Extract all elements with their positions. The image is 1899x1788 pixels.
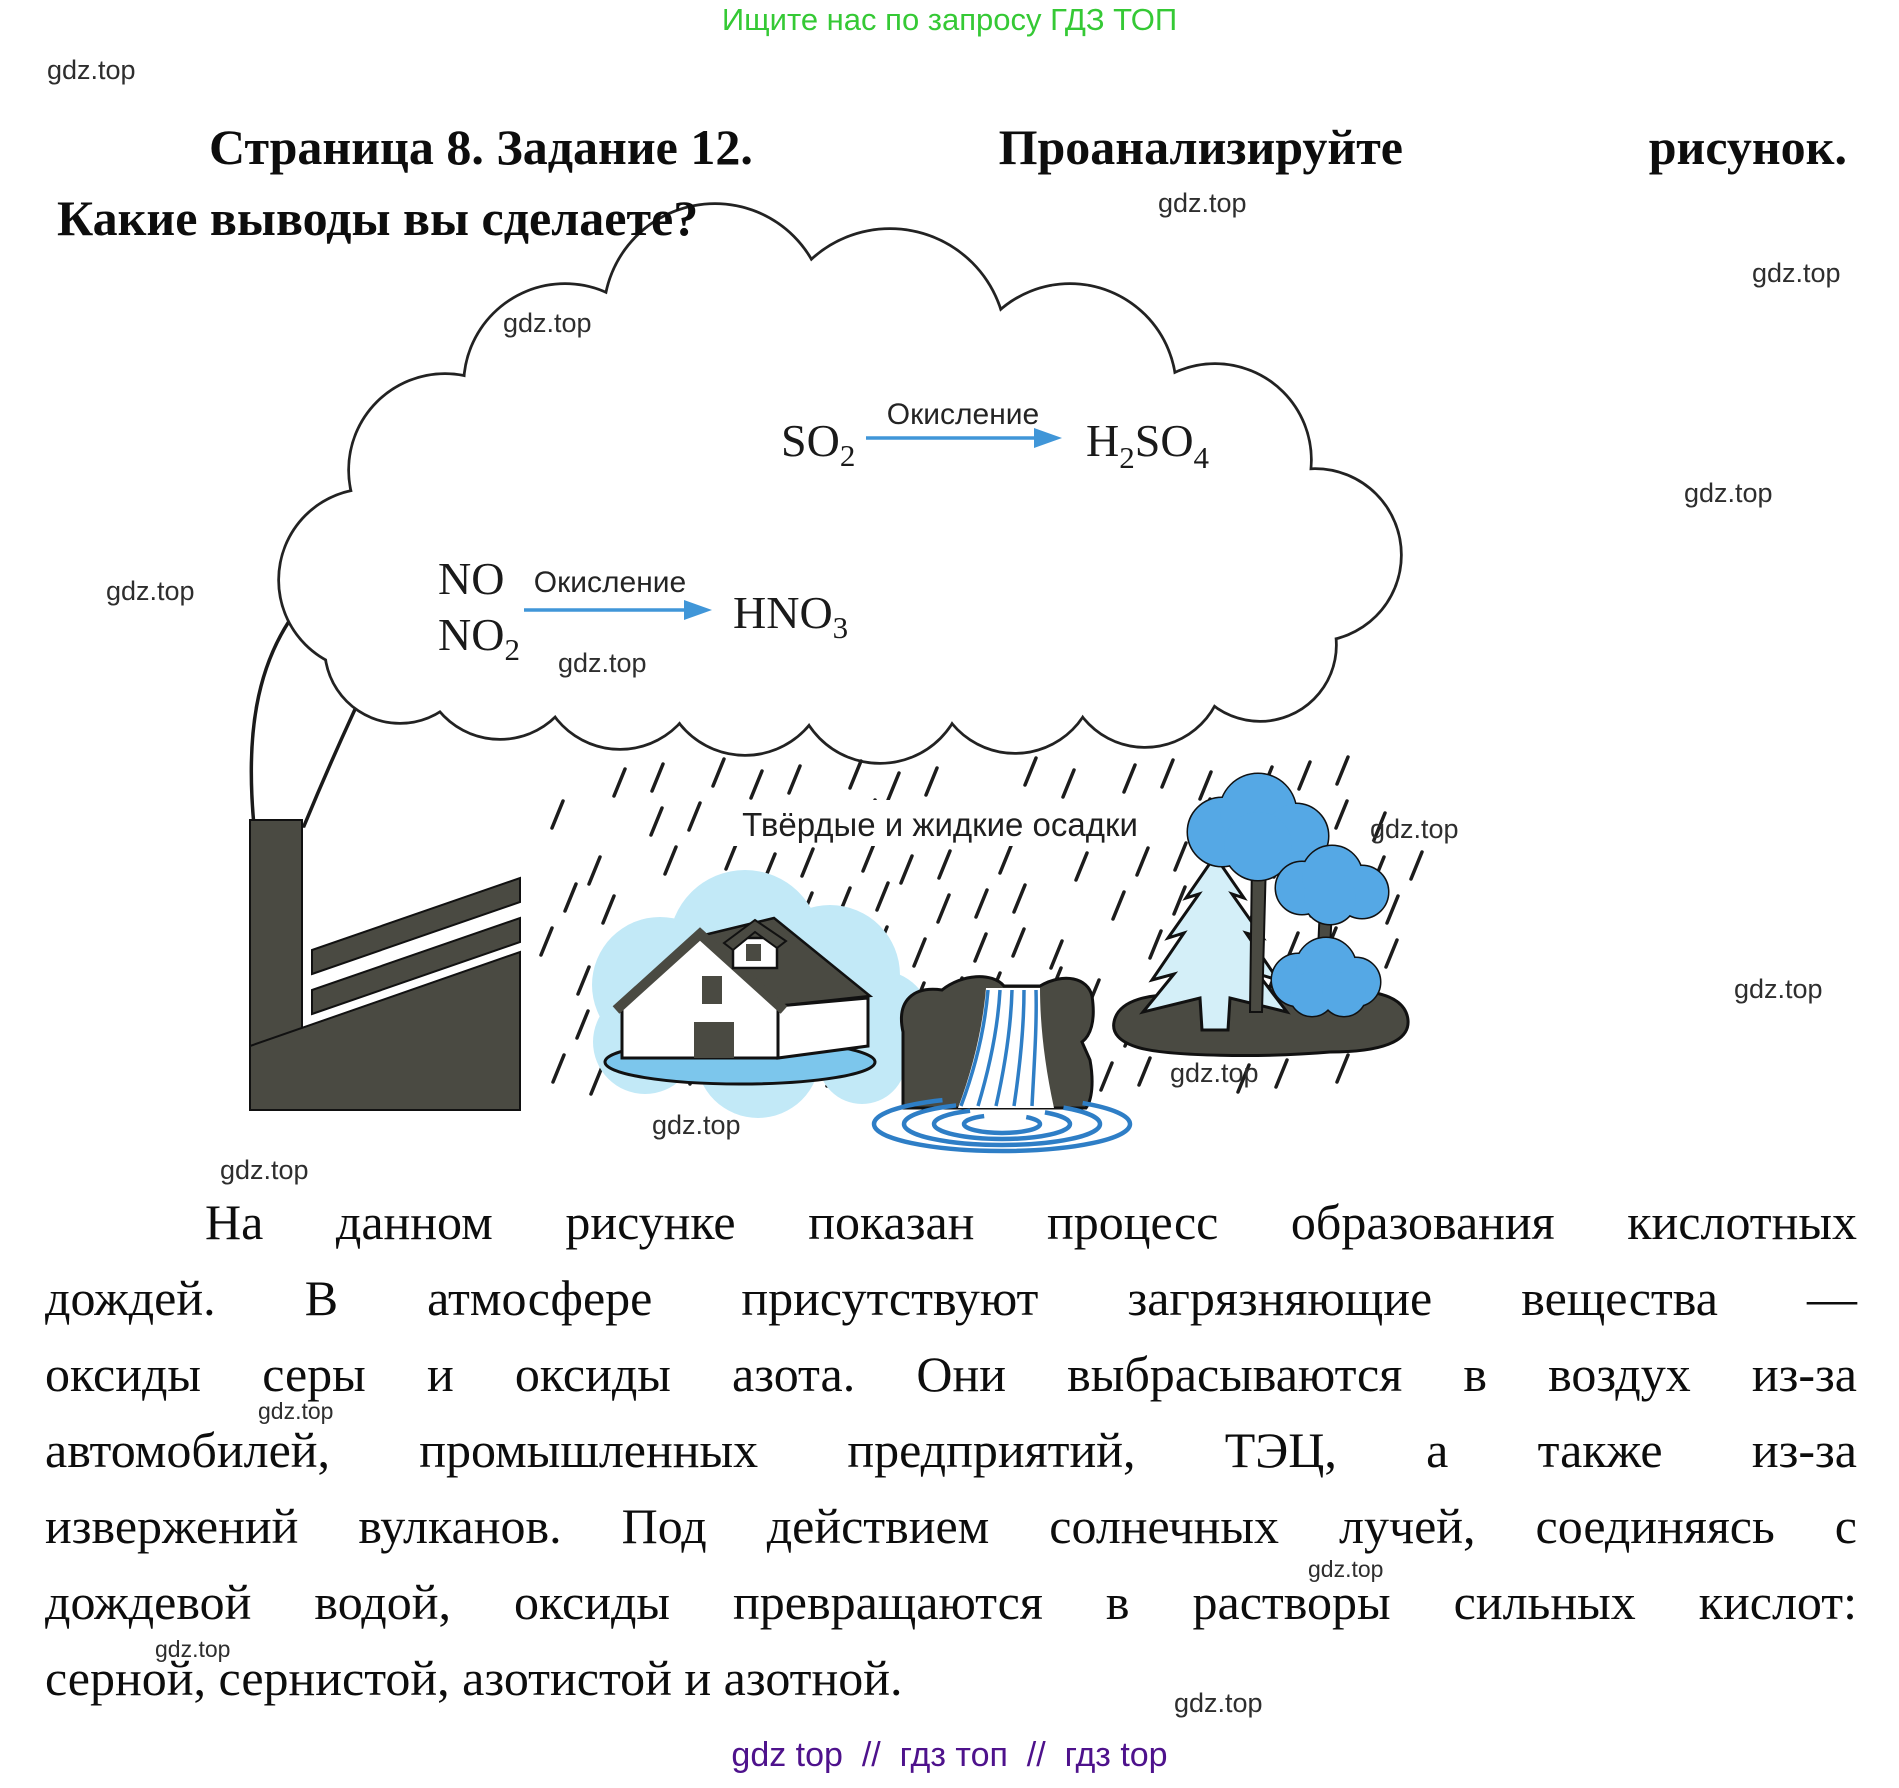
tree-canopy — [1274, 844, 1390, 926]
arrowhead-icon — [1034, 428, 1062, 448]
gdz-watermark: gdz.top — [1170, 1058, 1259, 1088]
answer-paragraph: На данном рисунке показан процесс образо… — [45, 1184, 1857, 1716]
tree-trunk — [1248, 859, 1268, 1013]
paragraph-line: серной, сернистой, азотистой и азотной. — [45, 1650, 903, 1706]
gdz-watermark: gdz.top — [106, 576, 195, 606]
title-line1: Страница 8. Задание 12. Проанализируйте … — [57, 112, 1847, 183]
paragraph-line: На данном рисунке показан процесс образо… — [205, 1194, 1857, 1250]
gdz-watermark: gdz.top — [1734, 974, 1823, 1004]
gdz-watermark: gdz.top — [503, 308, 592, 338]
gdz-watermark: gdz.top — [1370, 814, 1459, 844]
gdz-watermark: gdz.top — [1752, 258, 1841, 288]
gdz-watermark: gdz.top — [558, 648, 647, 678]
gdz-watermark: gdz.top — [1174, 1688, 1263, 1718]
arrowhead-icon — [684, 600, 712, 620]
title-page-task: Страница 8. Задание 12. — [209, 119, 753, 175]
precipitation-label-bg — [718, 800, 1162, 846]
no-oxidation-reaction: NO NO2 Окисление HNO3 — [438, 553, 848, 667]
paragraph-line: дождей. В атмосфере присутствуют загрязн… — [45, 1270, 1857, 1326]
cloud — [277, 202, 1403, 765]
formula-so2: SO2 — [781, 415, 855, 473]
gdz-watermark: gdz.top — [47, 55, 136, 85]
gdz-watermark: gdz.top — [1158, 188, 1247, 218]
house-door — [694, 1022, 734, 1058]
oxidation-label: Окисление — [534, 566, 686, 599]
factory-icon — [249, 819, 521, 1111]
dormer-roof — [722, 918, 788, 952]
dormer-window — [746, 944, 761, 961]
gdz-watermark: gdz.top — [1308, 1556, 1384, 1582]
factory-roof-slat — [311, 916, 521, 1016]
gable-edge — [612, 927, 788, 1014]
gdz-watermark: gdz.top — [652, 1110, 741, 1140]
formula-hno3: HNO3 — [733, 587, 848, 645]
paragraph-line: автомобилей, промышленных предприятий, Т… — [45, 1422, 1857, 1478]
promo-banner: Ищите нас по запросу ГДЗ ТОП — [721, 2, 1178, 37]
house-icon — [603, 916, 877, 1086]
title-line2: Какие выводы вы сделаете? — [57, 190, 699, 246]
factory-body — [249, 950, 521, 1111]
factory-roof-slat — [311, 876, 521, 976]
precipitation-label: Твёрдые и жидкие осадки — [742, 806, 1138, 843]
footer-links: gdz top // гдз топ // гдз top — [731, 1736, 1168, 1774]
title-word-analyze: Проанализируйте — [998, 119, 1403, 175]
paragraph-line: оксиды серы и оксиды азота. Они выбрасыв… — [45, 1346, 1857, 1402]
paragraph-line: извержений вулканов. Под действием солне… — [45, 1498, 1857, 1554]
formula-h2so4: H2SO4 — [1086, 415, 1210, 475]
task-title: Страница 8. Задание 12. Проанализируйте … — [57, 112, 1847, 254]
house-window — [702, 976, 722, 1004]
ripples — [871, 1094, 1133, 1154]
paragraph-line: дождевой водой, оксиды превращаются в ра… — [45, 1574, 1857, 1630]
so2-oxidation-reaction: SO2 Окисление H2SO4 — [781, 398, 1210, 475]
oxidation-label: Окисление — [887, 398, 1039, 431]
gdz-watermark: gdz.top — [1684, 478, 1773, 508]
formula-no2: NO2 — [438, 609, 520, 667]
formula-no: NO — [438, 553, 504, 604]
title-word-figure: рисунок. — [1648, 119, 1847, 175]
waterfall-icon — [871, 975, 1133, 1154]
gdz-watermark: gdz.top — [155, 1636, 231, 1662]
tree-canopy — [1186, 772, 1330, 882]
gdz-watermark: gdz.top — [258, 1398, 334, 1424]
house-side-wall — [776, 996, 870, 1060]
bush — [1270, 936, 1382, 1018]
gdz-watermark: gdz.top — [220, 1155, 309, 1185]
stream-lines — [959, 989, 1038, 1107]
trees-icon — [1112, 772, 1410, 1057]
